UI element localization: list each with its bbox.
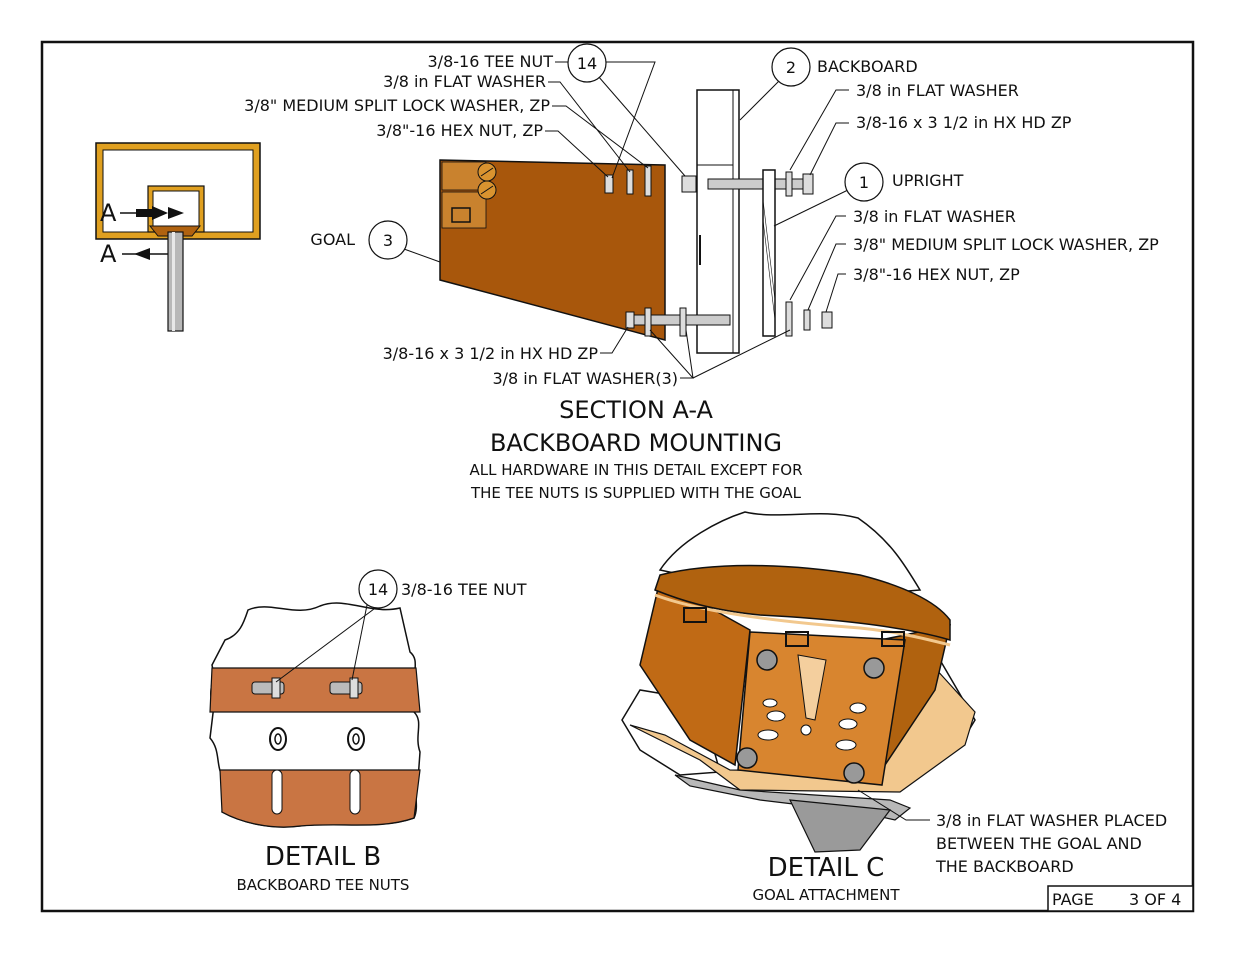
balloon-goal (368, 220, 408, 260)
detail-b-balloon (358, 569, 398, 609)
callout-upright: UPRIGHT (892, 171, 964, 190)
callout-hex-nut-right: 3/8"-16 HEX NUT, ZP (853, 265, 1020, 284)
balloon-upright (844, 162, 884, 202)
callout-backboard: BACKBOARD (817, 57, 918, 76)
callout-lock-washer-right: 3/8" MEDIUM SPLIT LOCK WASHER, ZP (853, 235, 1159, 254)
callout-flat-washer-left: 3/8 in FLAT WASHER (383, 72, 546, 91)
detail-c-subtitle: GOAL ATTACHMENT (752, 886, 900, 904)
detail-c-note-line3: THE BACKBOARD (935, 857, 1074, 876)
callout-flat-washer-3: 3/8 in FLAT WASHER(3) (492, 369, 678, 388)
detail-c-goal-face (737, 631, 906, 786)
detail-c-note-line1: 3/8 in FLAT WASHER PLACED (936, 811, 1167, 830)
section-a-note-line2: THE TEE NUTS IS SUPPLIED WITH THE GOAL (470, 484, 802, 502)
balloon-tee-nut (567, 43, 607, 83)
callout-flat-washer-right-top: 3/8 in FLAT WASHER (856, 81, 1019, 100)
section-a-subtitle: BACKBOARD MOUNTING (490, 429, 782, 457)
detail-c-bracket-icon-left (683, 607, 707, 623)
balloon-goal-number: 3 (383, 231, 393, 250)
detail-c-bolt-top-right (863, 657, 885, 679)
detail-c-bolt-bottom-right (843, 762, 865, 784)
detail-b-lower-band (219, 769, 421, 828)
callout-goal: GOAL (310, 230, 355, 249)
callout-lock-washer-left: 3/8" MEDIUM SPLIT LOCK WASHER, ZP (244, 96, 550, 115)
detail-c-goal-rim-top (654, 564, 951, 642)
callout-bolt-bottom: 3/8-16 x 3 1/2 in HX HD ZP (383, 344, 599, 363)
detail-c-title: DETAIL C (768, 853, 885, 883)
upright-section (762, 169, 776, 337)
thumbnail-rim (148, 225, 202, 237)
detail-b-balloon-number: 14 (368, 580, 388, 599)
detail-c-peach-band (629, 666, 976, 793)
callout-flat-washer-right-bottom: 3/8 in FLAT WASHER (853, 207, 1016, 226)
detail-c-bracket-icon-middle (785, 631, 809, 647)
detail-c-bracket-icon-right (881, 631, 905, 647)
balloon-upright-number: 1 (859, 173, 869, 192)
detail-b-callout: 3/8-16 TEE NUT (401, 580, 527, 599)
backboard-section (696, 89, 740, 354)
callout-bolt-right-top: 3/8-16 x 3 1/2 in HX HD ZP (856, 113, 1072, 132)
goal-body (439, 159, 666, 341)
section-a-note-line1: ALL HARDWARE IN THIS DETAIL EXCEPT FOR (469, 461, 802, 479)
callout-tee-nut: 3/8-16 TEE NUT (428, 52, 554, 71)
detail-c-bolt-top-left (756, 649, 778, 671)
section-a-title: SECTION A-A (559, 396, 713, 424)
detail-c-goal-left-side (639, 578, 751, 767)
sheet-border (40, 40, 1195, 913)
section-letter-top: A (100, 199, 117, 227)
detail-b-upper-band (209, 667, 421, 713)
thumbnail-pole (167, 231, 184, 332)
detail-b-slot-left (271, 769, 283, 815)
section-a-view: 14 2 1 3 3/8-16 TEE NUT 3/8 in FLAT WASH… (244, 43, 1159, 502)
detail-c-view: 3/8 in FLAT WASHER PLACED BETWEEN THE GO… (621, 511, 1167, 904)
title-block: PAGE 3 OF 4 (1047, 885, 1194, 912)
goal-bracket-icon (451, 207, 471, 223)
thumbnail-view: A A (95, 142, 261, 332)
section-letter-bottom: A (100, 240, 117, 268)
detail-b-title: DETAIL B (265, 842, 381, 872)
detail-b-subtitle: BACKBOARD TEE NUTS (237, 876, 410, 894)
detail-b-slot-right (349, 769, 361, 815)
balloon-tee-nut-number: 14 (577, 54, 597, 73)
detail-c-note-line2: BETWEEN THE GOAL AND (936, 834, 1142, 853)
callout-hex-nut-left: 3/8"-16 HEX NUT, ZP (376, 121, 543, 140)
bottom-bolt (625, 314, 731, 326)
page-label: PAGE (1052, 890, 1094, 909)
balloon-backboard (771, 47, 811, 87)
balloon-backboard-number: 2 (786, 58, 796, 77)
page-value: 3 OF 4 (1129, 890, 1181, 909)
detail-c-bolt-bottom-left (736, 747, 758, 769)
detail-c-gray-wedge (788, 799, 892, 853)
detail-b-view: 14 3/8-16 TEE NUT DETAIL B BACKBOARD TEE… (209, 569, 527, 894)
tee-nut-part (681, 175, 697, 193)
